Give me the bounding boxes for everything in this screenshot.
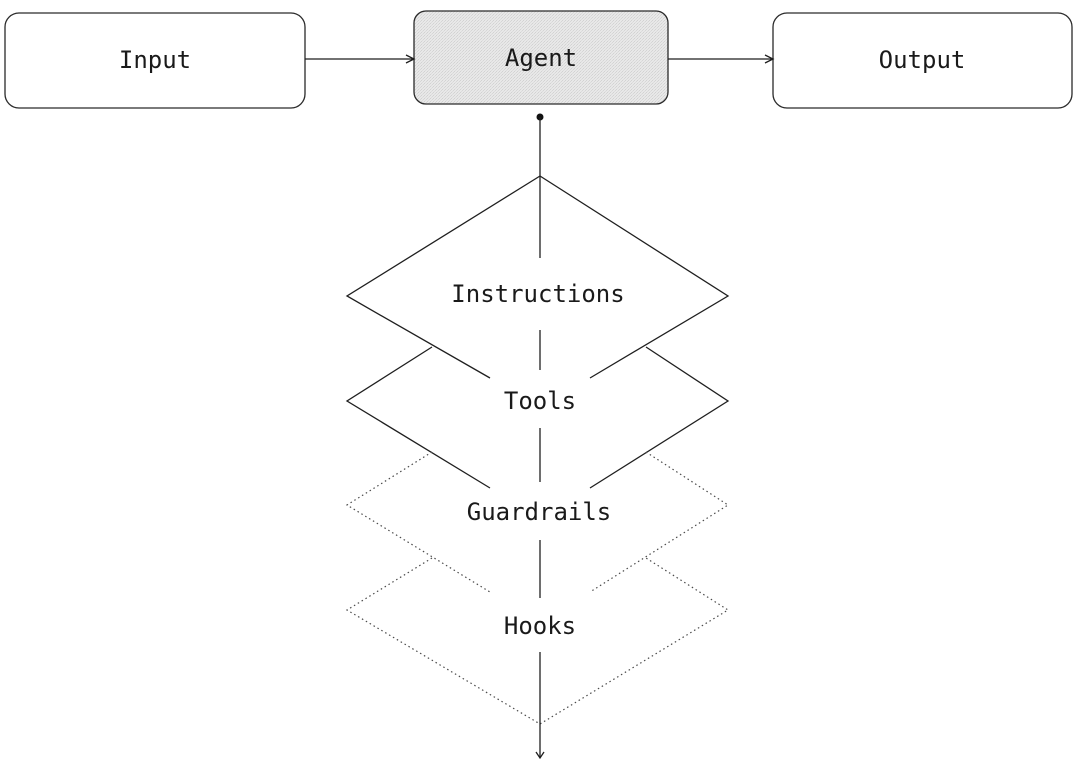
layer-guardrails — [345, 451, 730, 593]
input-box — [4, 12, 306, 109]
layer-tools — [345, 346, 730, 489]
agent-to-output-arrow — [668, 54, 775, 64]
layer-label-tools: Tools — [504, 387, 576, 415]
down-arrow-head — [535, 751, 545, 760]
input-label: Input — [119, 46, 191, 74]
agent-box — [413, 10, 669, 105]
output-box — [772, 12, 1073, 109]
input-to-agent-arrow — [305, 54, 416, 64]
agent-label: Agent — [505, 44, 577, 72]
layer-label-instructions: Instructions — [451, 280, 624, 308]
layer-hooks — [345, 557, 730, 725]
layer-label-hooks: Hooks — [504, 612, 576, 640]
layer-instructions — [345, 175, 730, 379]
layer-label-guardrails: Guardrails — [467, 498, 612, 526]
output-label: Output — [879, 46, 966, 74]
